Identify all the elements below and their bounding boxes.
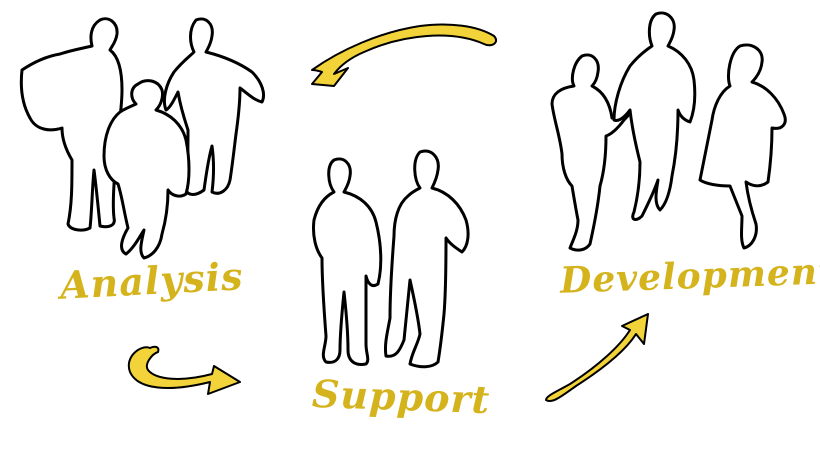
person-silhouette [698, 43, 787, 250]
person-silhouette [612, 11, 697, 221]
person-silhouette [102, 79, 191, 260]
stage-label-support: Support [311, 370, 491, 423]
person-silhouette [550, 53, 636, 252]
support-people-group [312, 149, 470, 369]
arrow-analysis-to-support [127, 345, 241, 395]
analysis-people-group [19, 17, 266, 260]
development-people-group [550, 11, 787, 252]
stage-label-development: Development [559, 250, 820, 302]
person-silhouette [384, 149, 470, 369]
person-silhouette [312, 157, 383, 366]
arrow-support-to-development [545, 313, 649, 402]
stage-label-analysis: Analysis [58, 253, 245, 308]
arrow-development-to-analysis [311, 23, 498, 87]
person-silhouette [19, 17, 124, 232]
